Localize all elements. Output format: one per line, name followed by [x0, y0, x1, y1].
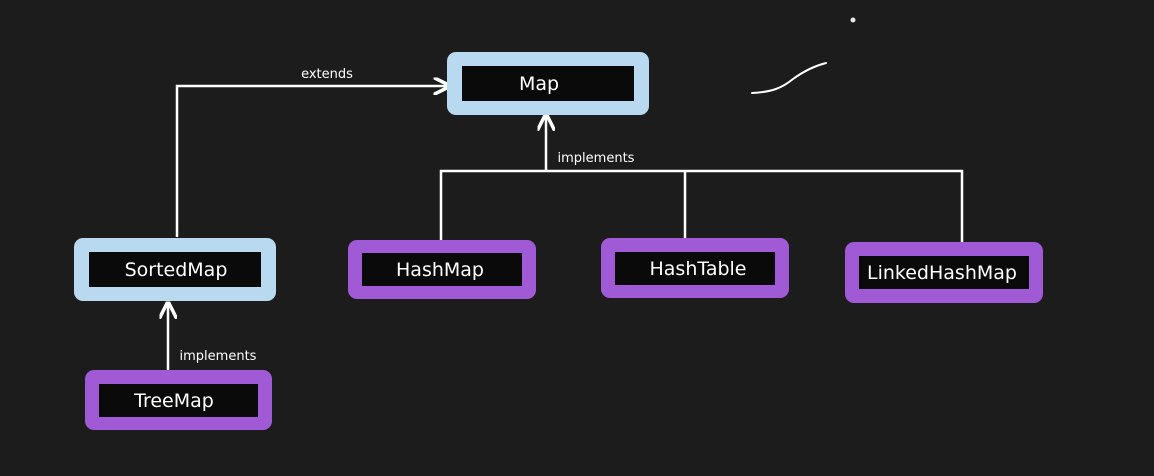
linked-hash-map-node: LinkedHashMap: [845, 242, 1043, 303]
hash-map-node: HashMap: [348, 240, 536, 299]
hash-table-label: HashTable: [649, 258, 746, 280]
pen-dot: [850, 17, 856, 23]
hash-table-node: HashTable: [601, 238, 789, 298]
map-node: Map: [447, 52, 649, 115]
linked-hash-map-label: LinkedHashMap: [867, 262, 1017, 284]
implements-bottom-label: implements: [180, 349, 257, 364]
sorted-map-node: SortedMap: [74, 238, 276, 301]
tree-map-node: TreeMap: [85, 370, 272, 430]
implements-bus: [439, 169, 964, 242]
extends-connector: [175, 86, 449, 237]
implements-top-label: implements: [558, 151, 635, 166]
extends-label: extends: [301, 67, 353, 82]
pen-stroke: [751, 62, 827, 94]
map-label: Map: [519, 73, 559, 95]
tree-map-label: TreeMap: [133, 390, 214, 412]
sorted-map-label: SortedMap: [125, 259, 228, 281]
hash-map-label: HashMap: [396, 259, 484, 281]
